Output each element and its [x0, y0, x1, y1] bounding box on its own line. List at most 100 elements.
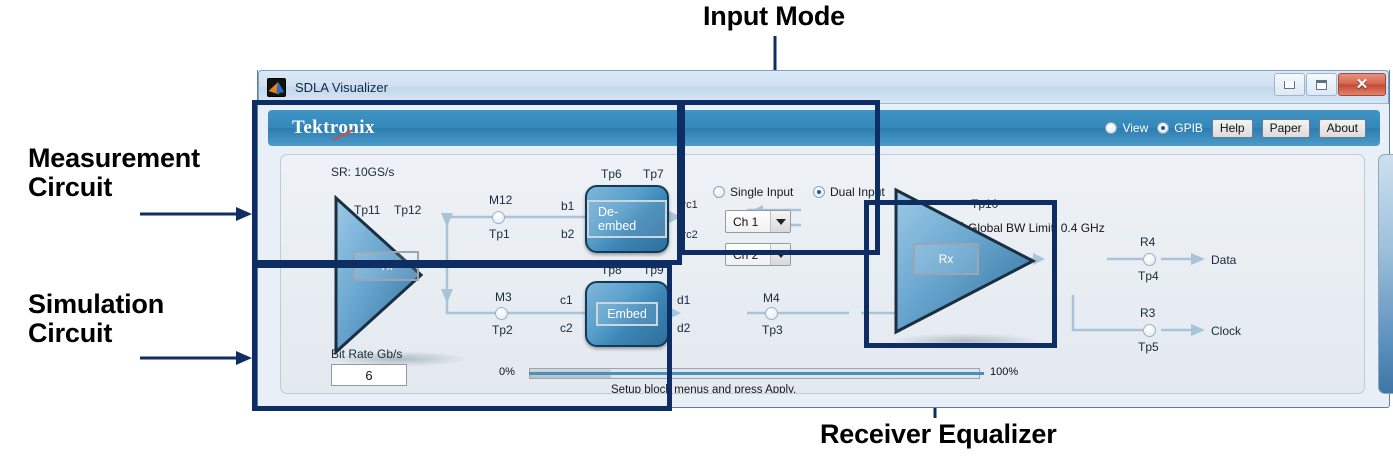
- tp6-label: Tp6: [601, 167, 622, 181]
- dual-input-label: Dual Input: [830, 185, 885, 199]
- block-diagram-panel: SR: 10GS/s Tx Tp11 Tp12: [280, 154, 1365, 394]
- data-output-label: Data: [1211, 253, 1237, 267]
- clock-output-label: Clock: [1211, 324, 1242, 338]
- src1-label: src1: [677, 199, 698, 211]
- bit-rate-value: 6: [365, 367, 373, 383]
- minimize-button[interactable]: [1274, 73, 1305, 96]
- d2-label: d2: [677, 321, 691, 335]
- single-input-label: Single Input: [730, 185, 794, 199]
- m12-probe[interactable]: [492, 211, 505, 224]
- m4-probe[interactable]: [765, 307, 778, 320]
- header-controls: View GPIB Help Paper About: [1105, 118, 1366, 138]
- r4-label: R4: [1140, 235, 1156, 249]
- window-title: SDLA Visualizer: [295, 79, 388, 95]
- r4-probe[interactable]: [1143, 253, 1156, 266]
- tx-shadow: [329, 351, 469, 367]
- rx-label: Rx: [938, 252, 954, 266]
- chevron-down-icon[interactable]: [770, 244, 790, 265]
- embed-label: Embed: [596, 302, 658, 326]
- progress-min-label: 0%: [499, 366, 515, 378]
- annotation-simulation-line2: Circuit: [28, 318, 113, 349]
- c1-label: c1: [560, 293, 573, 307]
- maximize-button[interactable]: [1306, 73, 1337, 96]
- tx-amplifier[interactable]: [333, 195, 423, 355]
- dual-input-option[interactable]: Dual Input: [813, 185, 885, 199]
- close-button[interactable]: ✕: [1338, 73, 1386, 96]
- view-radio-option[interactable]: View: [1105, 121, 1148, 135]
- maximize-icon: [1316, 79, 1327, 90]
- dual-input-radio-icon[interactable]: [813, 186, 825, 198]
- single-input-option[interactable]: Single Input: [713, 185, 793, 199]
- view-radio-icon[interactable]: [1105, 122, 1118, 134]
- annotation-arrow-simulation: [140, 351, 252, 365]
- tektronix-header-bar: Tektronix View GPIB Help Paper About: [268, 110, 1380, 146]
- chevron-down-icon[interactable]: [770, 211, 790, 232]
- rx-shadow: [891, 333, 1041, 349]
- m4-label: M4: [763, 291, 780, 305]
- tp3-label: Tp3: [762, 323, 783, 337]
- rx-equalizer[interactable]: [893, 187, 1043, 335]
- m3-probe[interactable]: [495, 307, 508, 320]
- annotation-input-mode: Input Mode: [703, 1, 845, 31]
- annotation-receiver-equalizer: Receiver Equalizer: [820, 419, 1057, 449]
- progress-max-label: 100%: [990, 366, 1019, 378]
- tp1-label: Tp1: [489, 227, 510, 241]
- tp11-label: Tp11: [354, 203, 381, 217]
- minimize-icon: [1284, 80, 1295, 89]
- status-message: Setup block menus and press Apply.: [611, 384, 797, 394]
- help-button[interactable]: Help: [1211, 118, 1253, 138]
- annotation-measurement-line2: Circuit: [28, 172, 113, 203]
- tp7-label: Tp7: [643, 167, 664, 181]
- src2-label: src2: [677, 229, 698, 241]
- d1-label: d1: [677, 293, 691, 307]
- channel-2-dropdown[interactable]: Ch 2: [725, 243, 791, 266]
- window-title-bar[interactable]: SDLA Visualizer ✕: [258, 70, 1389, 104]
- view-radio-label: View: [1122, 121, 1149, 135]
- rx-label-box: Rx: [913, 243, 979, 275]
- gpib-radio-icon[interactable]: [1157, 122, 1170, 134]
- tx-label-box: Tx: [353, 251, 419, 281]
- tp12-label: Tp12: [394, 203, 422, 217]
- bit-rate-input[interactable]: 6: [331, 364, 407, 386]
- tektronix-logo: Tektronix: [292, 117, 375, 138]
- gpib-radio-label: GPIB: [1174, 121, 1203, 135]
- tp8-label: Tp8: [601, 263, 622, 277]
- m3-label: M3: [495, 290, 512, 304]
- r3-label: R3: [1140, 306, 1156, 320]
- tp5-label: Tp5: [1138, 340, 1159, 354]
- embed-block[interactable]: Embed: [585, 281, 669, 347]
- gpib-radio-option[interactable]: GPIB: [1157, 121, 1203, 135]
- paper-button[interactable]: Paper: [1261, 118, 1310, 138]
- channel-1-value: Ch 1: [733, 214, 759, 229]
- matlab-app-icon: [267, 77, 286, 97]
- about-button[interactable]: About: [1318, 118, 1366, 138]
- channel-2-value: Ch 2: [733, 247, 759, 262]
- channel-1-dropdown[interactable]: Ch 1: [725, 210, 791, 233]
- progress-bar-track-line: [529, 372, 984, 375]
- signal-wires: [421, 205, 1205, 336]
- annotation-receiver-equalizer-text: Receiver Equalizer: [820, 419, 1057, 449]
- annotation-measurement-line1: Measurement: [28, 143, 200, 173]
- b2-label: b2: [561, 227, 575, 241]
- c2-label: c2: [560, 321, 573, 335]
- single-input-radio-icon[interactable]: [713, 186, 725, 198]
- bw-limit-text: Global BW Limit: 0.4 GHz: [968, 221, 1105, 235]
- b1-label: b1: [561, 199, 575, 213]
- annotation-simulation-circuit: Simulation Circuit: [28, 289, 243, 349]
- window-button-group: ✕: [1273, 73, 1386, 96]
- close-icon: ✕: [1355, 76, 1369, 93]
- annotation-input-mode-text: Input Mode: [703, 1, 845, 31]
- annotation-measurement-circuit: Measurement Circuit: [28, 143, 243, 203]
- bit-rate-label: Bit Rate Gb/s: [331, 347, 403, 361]
- tp2-label: Tp2: [492, 323, 513, 337]
- tp4-label: Tp4: [1138, 269, 1159, 283]
- control-panel: Apply Config Analyze Plot Save Recall De…: [1378, 154, 1393, 394]
- sample-rate-label: SR: 10GS/s: [331, 165, 395, 179]
- tp9-label: Tp9: [643, 263, 664, 277]
- r3-probe[interactable]: [1143, 324, 1156, 337]
- tx-label: Tx: [379, 259, 393, 273]
- tp10-label: Tp10: [971, 197, 999, 211]
- de-embed-block[interactable]: De-embed: [585, 185, 669, 253]
- de-embed-label: De-embed: [587, 200, 667, 238]
- sdla-visualizer-window: SDLA Visualizer ✕ Tektronix View GPIB: [257, 70, 1393, 408]
